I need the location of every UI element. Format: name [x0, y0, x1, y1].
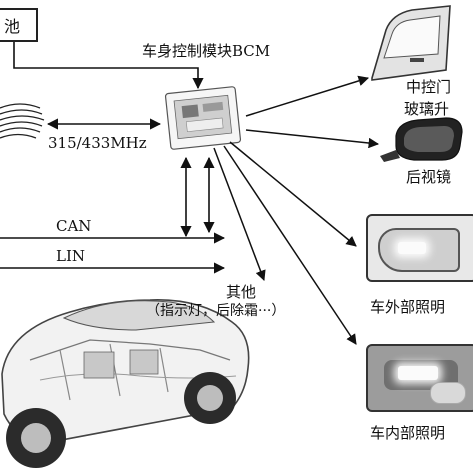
interior-light-photo: [366, 344, 473, 412]
rf-frequency-label: 315/433MHz: [48, 134, 147, 152]
exterior-light-label: 车外部照明: [370, 298, 446, 316]
to-mirror-arrow: [245, 129, 380, 149]
other-label: 其他: [226, 283, 257, 301]
bcm-label: 车身控制模块BCM: [142, 42, 271, 60]
bcm-module-icon: [164, 86, 242, 150]
rf-antenna-waves-icon: [0, 103, 45, 139]
to-door-arrow: [245, 75, 370, 117]
door-label-line2: 玻璃升: [404, 100, 450, 118]
exterior-lamp-icon: [398, 242, 426, 254]
battery-label: 池: [4, 17, 21, 36]
door-icon: [371, 5, 451, 81]
exterior-light-photo: [366, 214, 473, 282]
can-label: CAN: [56, 217, 92, 235]
battery-box: 池: [0, 8, 38, 42]
door-label-line1: 中控门: [406, 78, 452, 96]
interior-light-label: 车内部照明: [370, 424, 446, 442]
car-cutaway-icon: [1, 299, 250, 468]
watermark-badge-icon: [430, 382, 466, 404]
to-exterior-light-arrow: [229, 141, 357, 247]
battery-to-bcm-line: [13, 42, 204, 90]
to-other-arrow: [213, 147, 266, 281]
interior-lamp-icon: [398, 366, 438, 380]
to-interior-light-arrow: [223, 145, 357, 345]
other-note: （指示灯，后除霜···）: [146, 303, 286, 319]
mirror-label: 后视镜: [406, 168, 452, 186]
mirror-icon: [380, 117, 463, 162]
lin-label: LIN: [56, 247, 86, 265]
